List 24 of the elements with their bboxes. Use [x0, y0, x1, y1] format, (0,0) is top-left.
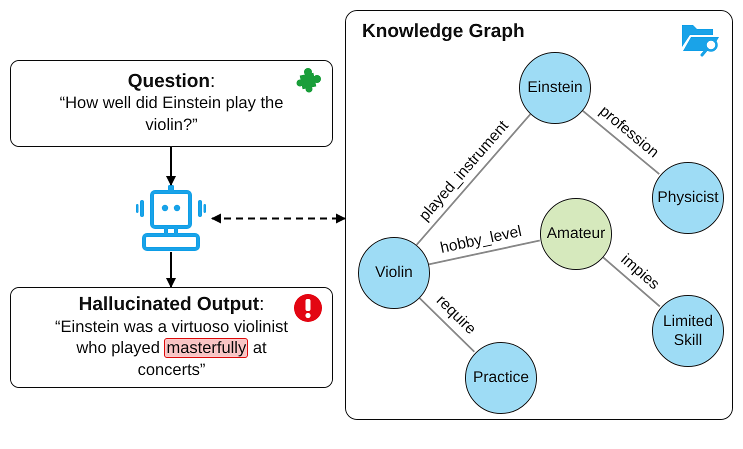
arrow: [166, 147, 176, 186]
entity-label: Physicist: [657, 188, 719, 208]
card-text: “Einstein was a virtuoso violinist who played masterfully at concerts”: [54, 316, 289, 381]
arrow: [166, 252, 176, 288]
entity-label: Practice: [473, 368, 529, 388]
relation-line: [418, 296, 475, 352]
panel-title: Knowledge Graph: [362, 21, 525, 43]
card-heading: Question:: [128, 70, 216, 94]
text-card: [10, 60, 333, 147]
robot-icon: [136, 185, 206, 252]
entity-circle: [358, 237, 430, 309]
entity-label: Limited Skill: [662, 312, 714, 350]
relation-line: [428, 240, 540, 266]
entity-label: Violin: [375, 263, 413, 283]
relation-line: [416, 114, 532, 246]
card-heading: Hallucinated Output:: [78, 294, 264, 317]
relation-line: [581, 109, 660, 175]
text-card: [10, 287, 333, 388]
card-text: “How well did Einstein play the violin?”: [58, 93, 284, 136]
arrow: [211, 214, 346, 224]
entity-label: Amateur: [546, 224, 606, 244]
relation-line: [602, 256, 660, 308]
entity-label: Einstein: [527, 78, 583, 98]
graph-panel: [345, 10, 733, 420]
